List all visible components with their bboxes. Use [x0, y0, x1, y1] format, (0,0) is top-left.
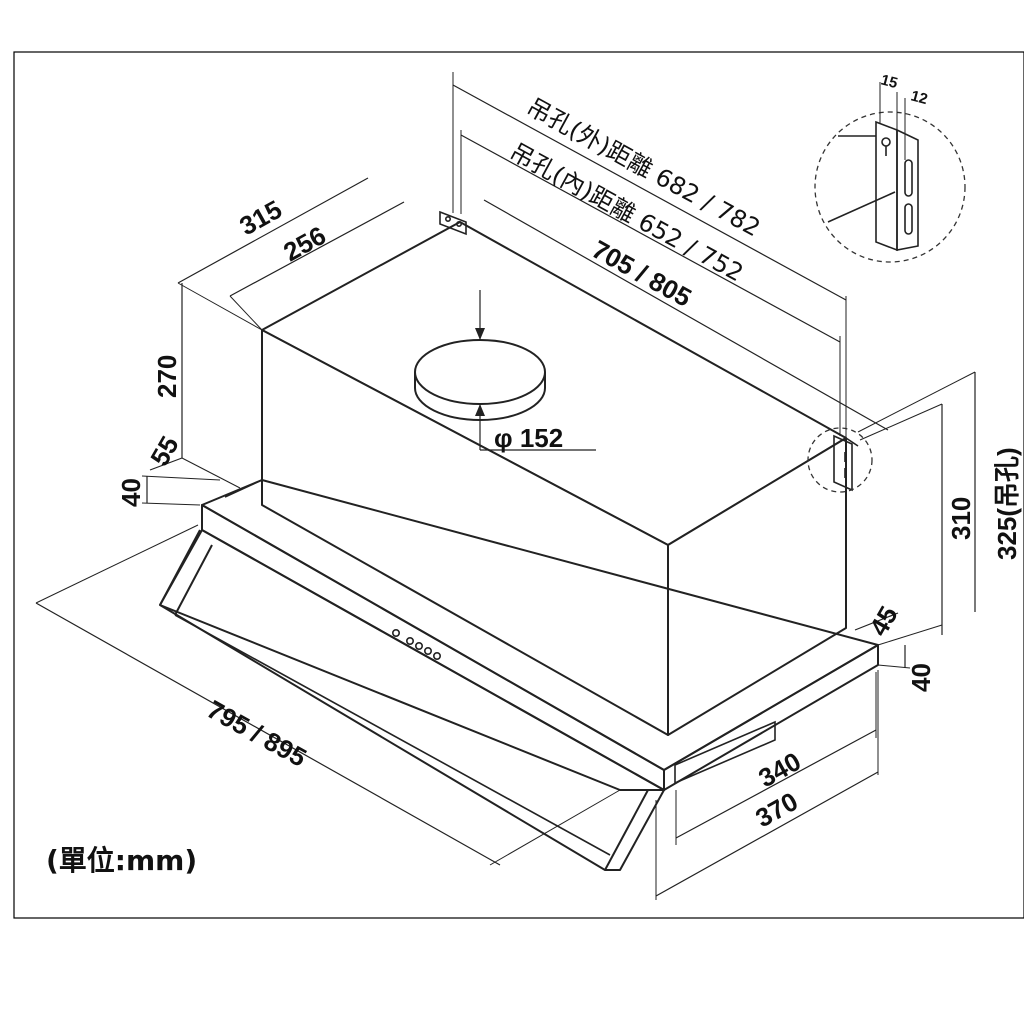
drawing-frame	[13, 51, 1024, 919]
panel-width-label: 795 / 895	[202, 694, 311, 773]
visor-side-box	[674, 720, 776, 785]
dim-line	[177, 177, 369, 284]
dim-line	[675, 729, 877, 839]
dim-depth-315: 315	[177, 177, 369, 284]
dim-40-right: 40	[877, 645, 936, 692]
detail-bracket-side	[896, 128, 919, 251]
fan-button-3	[423, 646, 432, 655]
rear-bracket-hole	[455, 221, 462, 228]
dim-40-left: 40	[116, 475, 221, 507]
detail-callout-circle	[807, 427, 873, 493]
visor-right-lip	[604, 789, 649, 871]
bracket-dim-12: 12	[909, 87, 930, 108]
visor-bottom-lip	[159, 604, 665, 871]
ext-line	[229, 295, 263, 331]
ext-line	[877, 624, 943, 646]
height-270-label: 270	[152, 355, 182, 398]
dim-line	[460, 134, 841, 343]
detail-bracket-slot	[904, 159, 913, 197]
visor-left-edge	[159, 529, 201, 606]
fan-button-2	[414, 641, 423, 650]
ext-line	[877, 664, 911, 669]
detail-bracket-slot	[904, 203, 913, 235]
dim-line	[229, 201, 405, 297]
ext-line	[177, 282, 263, 331]
dim-325-label: 325(吊孔)	[992, 447, 1022, 560]
dim-45: 45	[854, 601, 904, 641]
fan-button-1	[405, 636, 414, 645]
detail-wall-line	[827, 191, 896, 223]
body-right-face	[667, 437, 847, 736]
dim-310-label: 310	[946, 497, 976, 540]
dim-340-label: 340	[753, 746, 805, 793]
hood-body	[261, 221, 859, 736]
rear-bracket-plate	[439, 210, 467, 236]
visor-inner-line	[174, 614, 611, 856]
dim-line	[35, 602, 501, 866]
detail-bracket-face	[875, 120, 898, 252]
body-edge	[845, 437, 859, 447]
dim-40-right-label: 40	[906, 663, 936, 692]
duct-arrow-bottom	[475, 404, 485, 416]
ext-line	[181, 457, 241, 489]
dim-310: 310	[859, 403, 976, 646]
dim-line	[149, 457, 183, 471]
dim-line	[452, 84, 847, 301]
detail-bracket-hole	[881, 137, 891, 147]
visor-left-inner	[174, 544, 213, 616]
fan-button-4	[432, 651, 441, 660]
dim-55: 55	[144, 431, 241, 489]
bracket-dim-15: 15	[879, 71, 900, 92]
dim-line	[854, 612, 899, 631]
dim-55-label: 55	[144, 431, 184, 471]
light-button	[391, 628, 400, 637]
ext-line	[489, 789, 621, 866]
dim-height-270: 270	[152, 282, 263, 458]
detail-view-circle	[814, 111, 966, 263]
duct-diameter-label: φ 152	[494, 423, 563, 453]
ext-line	[35, 524, 199, 604]
rear-bracket	[439, 210, 467, 236]
depth-315-label: 315	[234, 194, 286, 241]
ext-line	[141, 502, 201, 506]
duct-arrow-top	[475, 328, 485, 340]
bracket-detail: 15 12	[814, 71, 966, 263]
dim-line	[655, 771, 879, 897]
duct-collar: φ 152	[414, 290, 596, 453]
dim-325: 325(吊孔)	[857, 371, 1022, 612]
ext-line	[141, 475, 221, 481]
dim-40-left-label: 40	[116, 478, 146, 507]
rear-bracket-hole	[444, 216, 451, 223]
depth-256-label: 256	[278, 220, 330, 267]
visor-edge	[224, 479, 263, 498]
dim-45-label: 45	[863, 601, 903, 641]
unit-note: (單位:mm)	[46, 844, 197, 877]
dim-line	[483, 199, 889, 431]
ext-line	[857, 371, 976, 433]
control-buttons	[391, 628, 441, 660]
ext-line	[859, 403, 943, 441]
